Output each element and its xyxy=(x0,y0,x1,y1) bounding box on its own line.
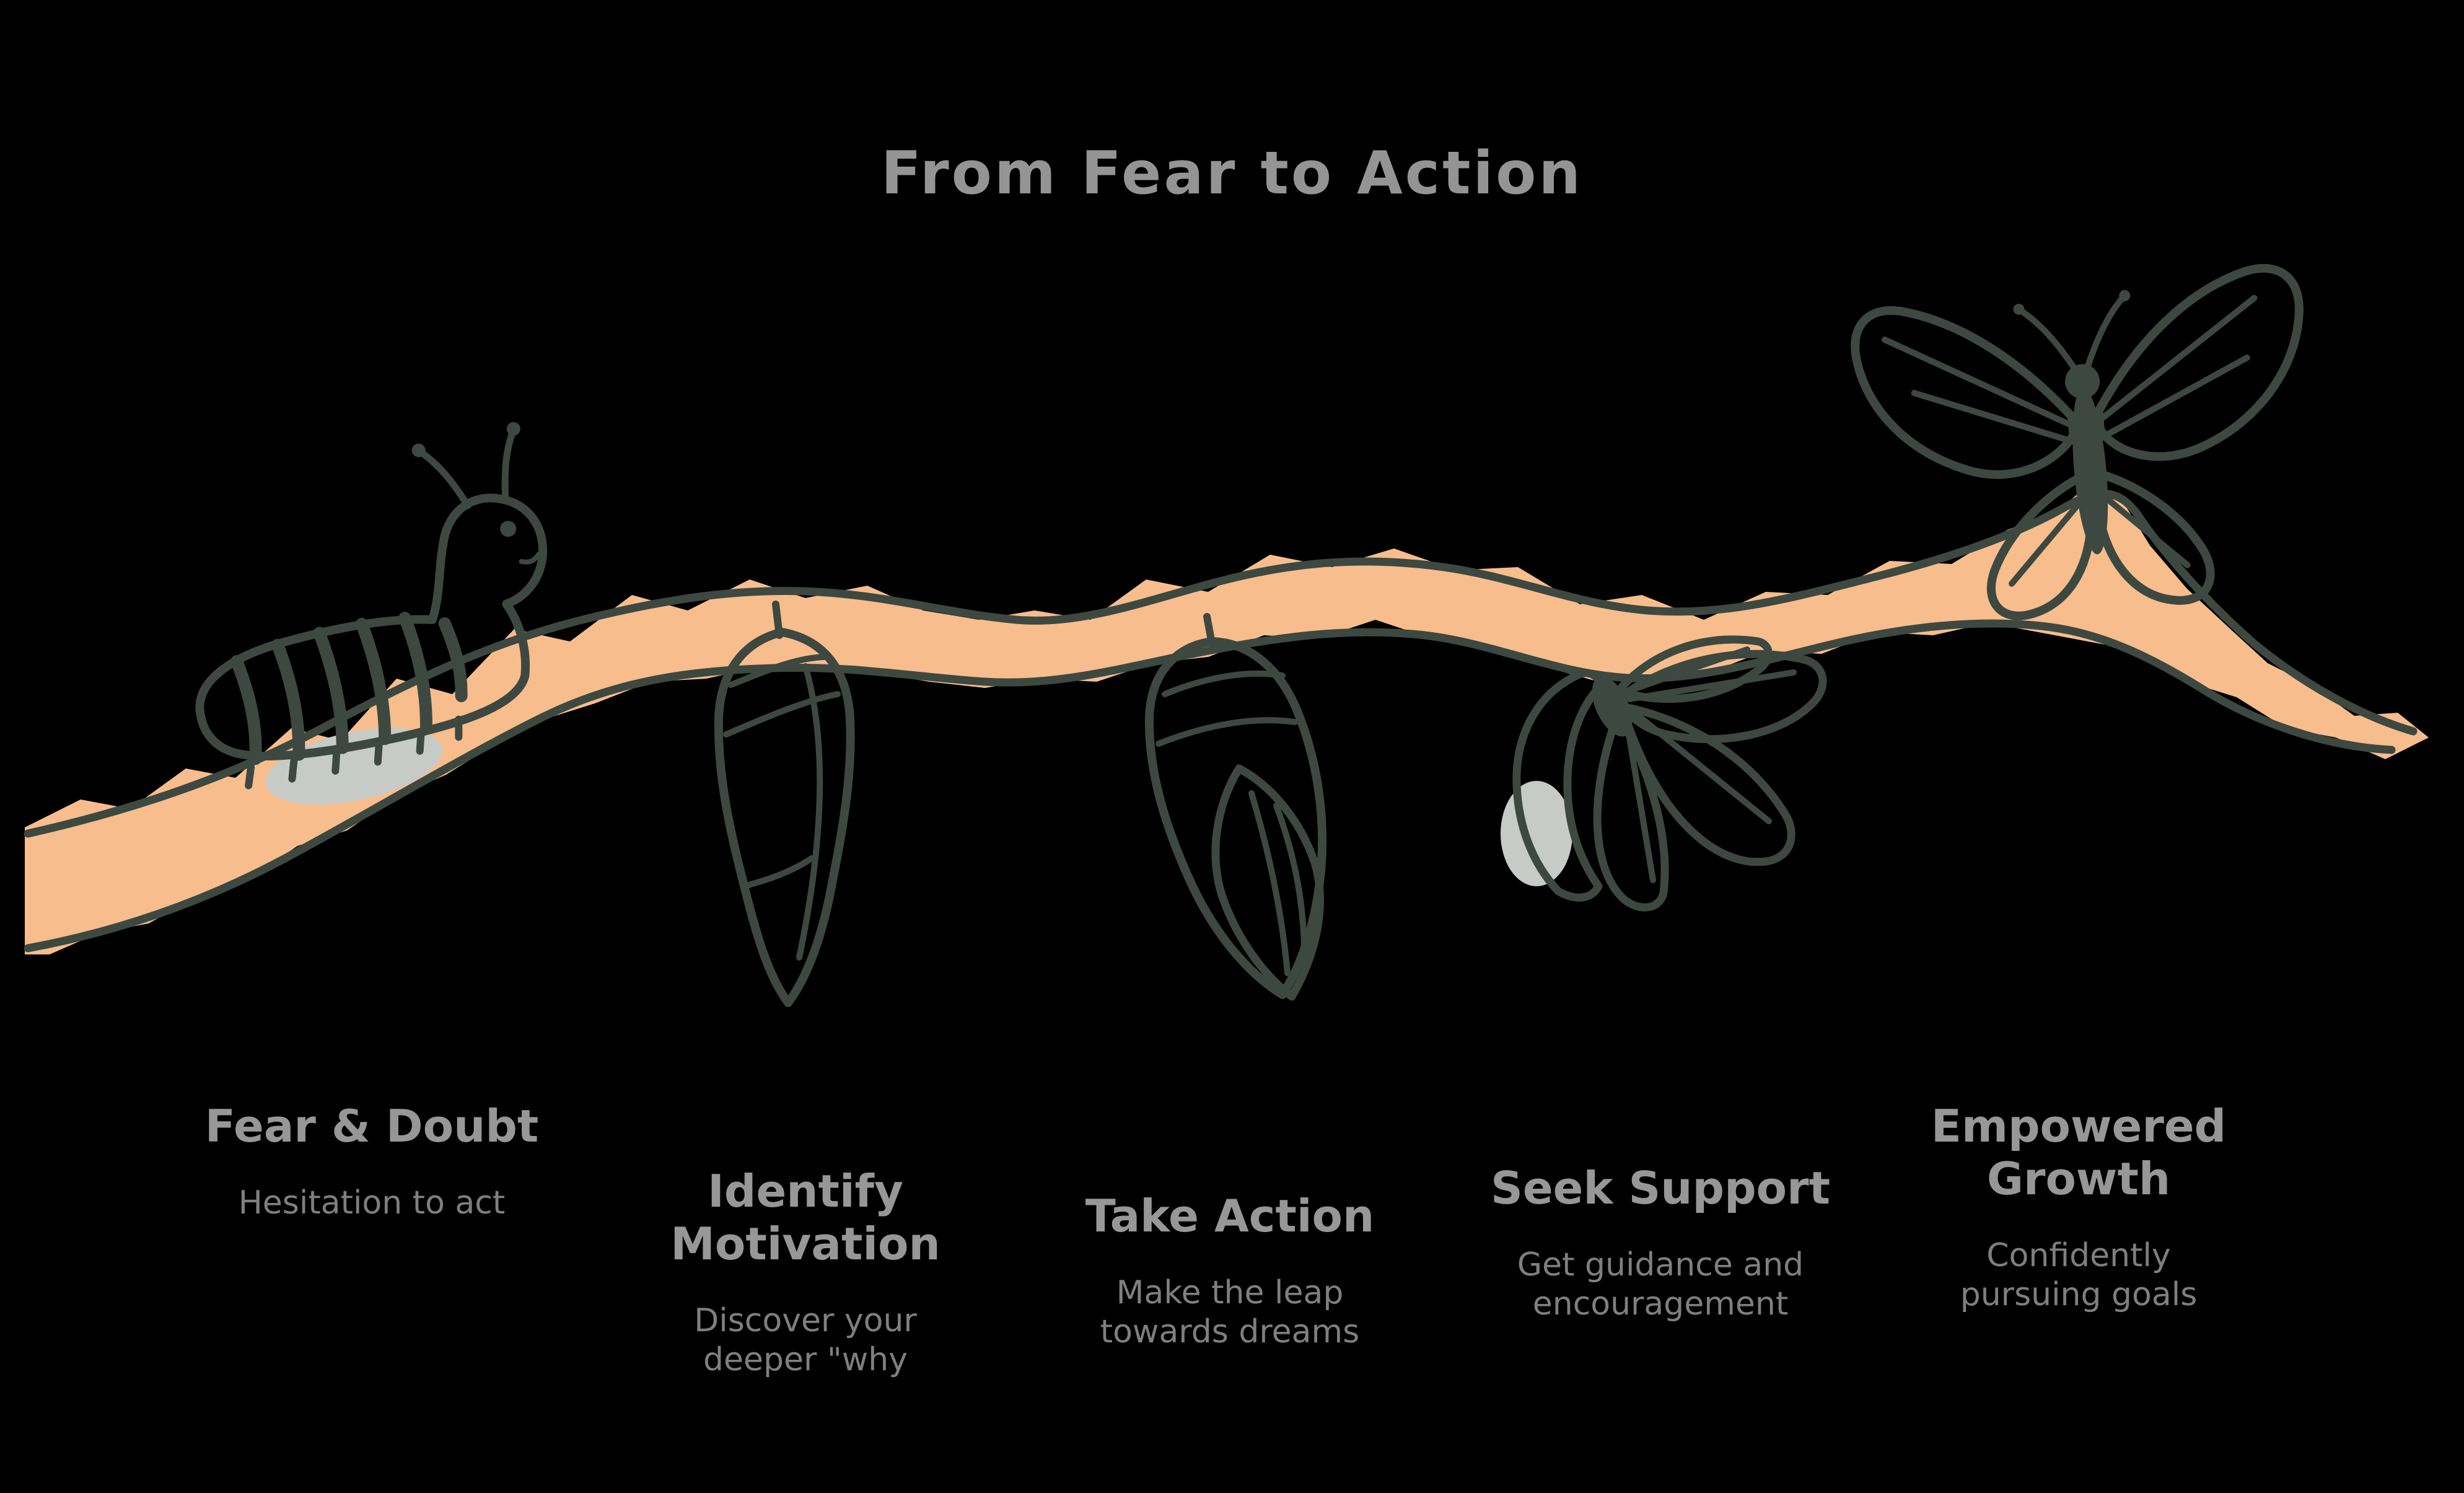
stage-subtext: Discover your deeper "why xyxy=(694,1301,917,1379)
butterfly-illustration xyxy=(1851,263,2304,620)
caterpillar-eye-icon xyxy=(500,521,517,537)
stage-subtext: Confidently pursuing goals xyxy=(1960,1236,2198,1314)
emerging-butterfly-illustration xyxy=(1501,635,1827,912)
stage-label-seek-support: Seek Support Get guidance and encouragem… xyxy=(1425,1162,1896,1324)
stage-subtext: Get guidance and encouragement xyxy=(1517,1246,1804,1323)
stage-label-empowered-growth: Empowered Growth Confidently pursuing go… xyxy=(1843,1100,2314,1315)
stage-subtext: Hesitation to act xyxy=(238,1184,506,1222)
chrysalis-illustration xyxy=(714,601,855,1007)
chrysalis-opening-illustration xyxy=(1144,613,1327,1001)
stage-label-fear-doubt: Fear & Doubt Hesitation to act xyxy=(136,1100,607,1223)
stage-subtext: Make the leap towards dreams xyxy=(1100,1274,1360,1351)
stage-label-take-action: Take Action Make the leap towards dreams xyxy=(994,1190,1465,1352)
stage-heading: Empowered Growth xyxy=(1931,1100,2227,1205)
stage-heading: Identify Motivation xyxy=(670,1165,940,1270)
stage-label-identify-motivation: Identify Motivation Discover your deeper… xyxy=(570,1165,1041,1380)
stage-heading: Fear & Doubt xyxy=(204,1100,539,1152)
page-title: From Fear to Action xyxy=(881,139,1583,208)
caterpillar-illustration xyxy=(195,422,548,805)
branch-illustration xyxy=(24,480,2429,954)
stage-heading: Seek Support xyxy=(1490,1162,1831,1214)
stage-heading: Take Action xyxy=(1085,1190,1375,1242)
